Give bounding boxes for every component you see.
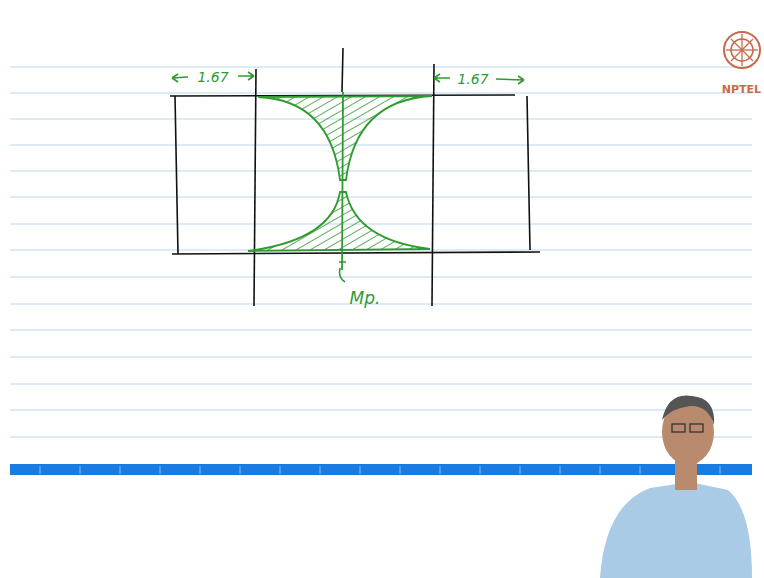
watermark-text: NPTEL	[722, 84, 761, 95]
moment-label: Mp.	[350, 290, 381, 307]
bar-ticks	[40, 466, 720, 474]
plastic-zone	[248, 92, 432, 282]
logo-emblem	[724, 32, 760, 68]
dimension-label: 1.67	[457, 72, 488, 86]
presenter	[600, 396, 752, 578]
progress-bar	[10, 464, 752, 475]
ruled-lines	[10, 67, 752, 437]
beam-outline	[170, 48, 540, 306]
dimension-label: 1.67	[197, 70, 228, 84]
